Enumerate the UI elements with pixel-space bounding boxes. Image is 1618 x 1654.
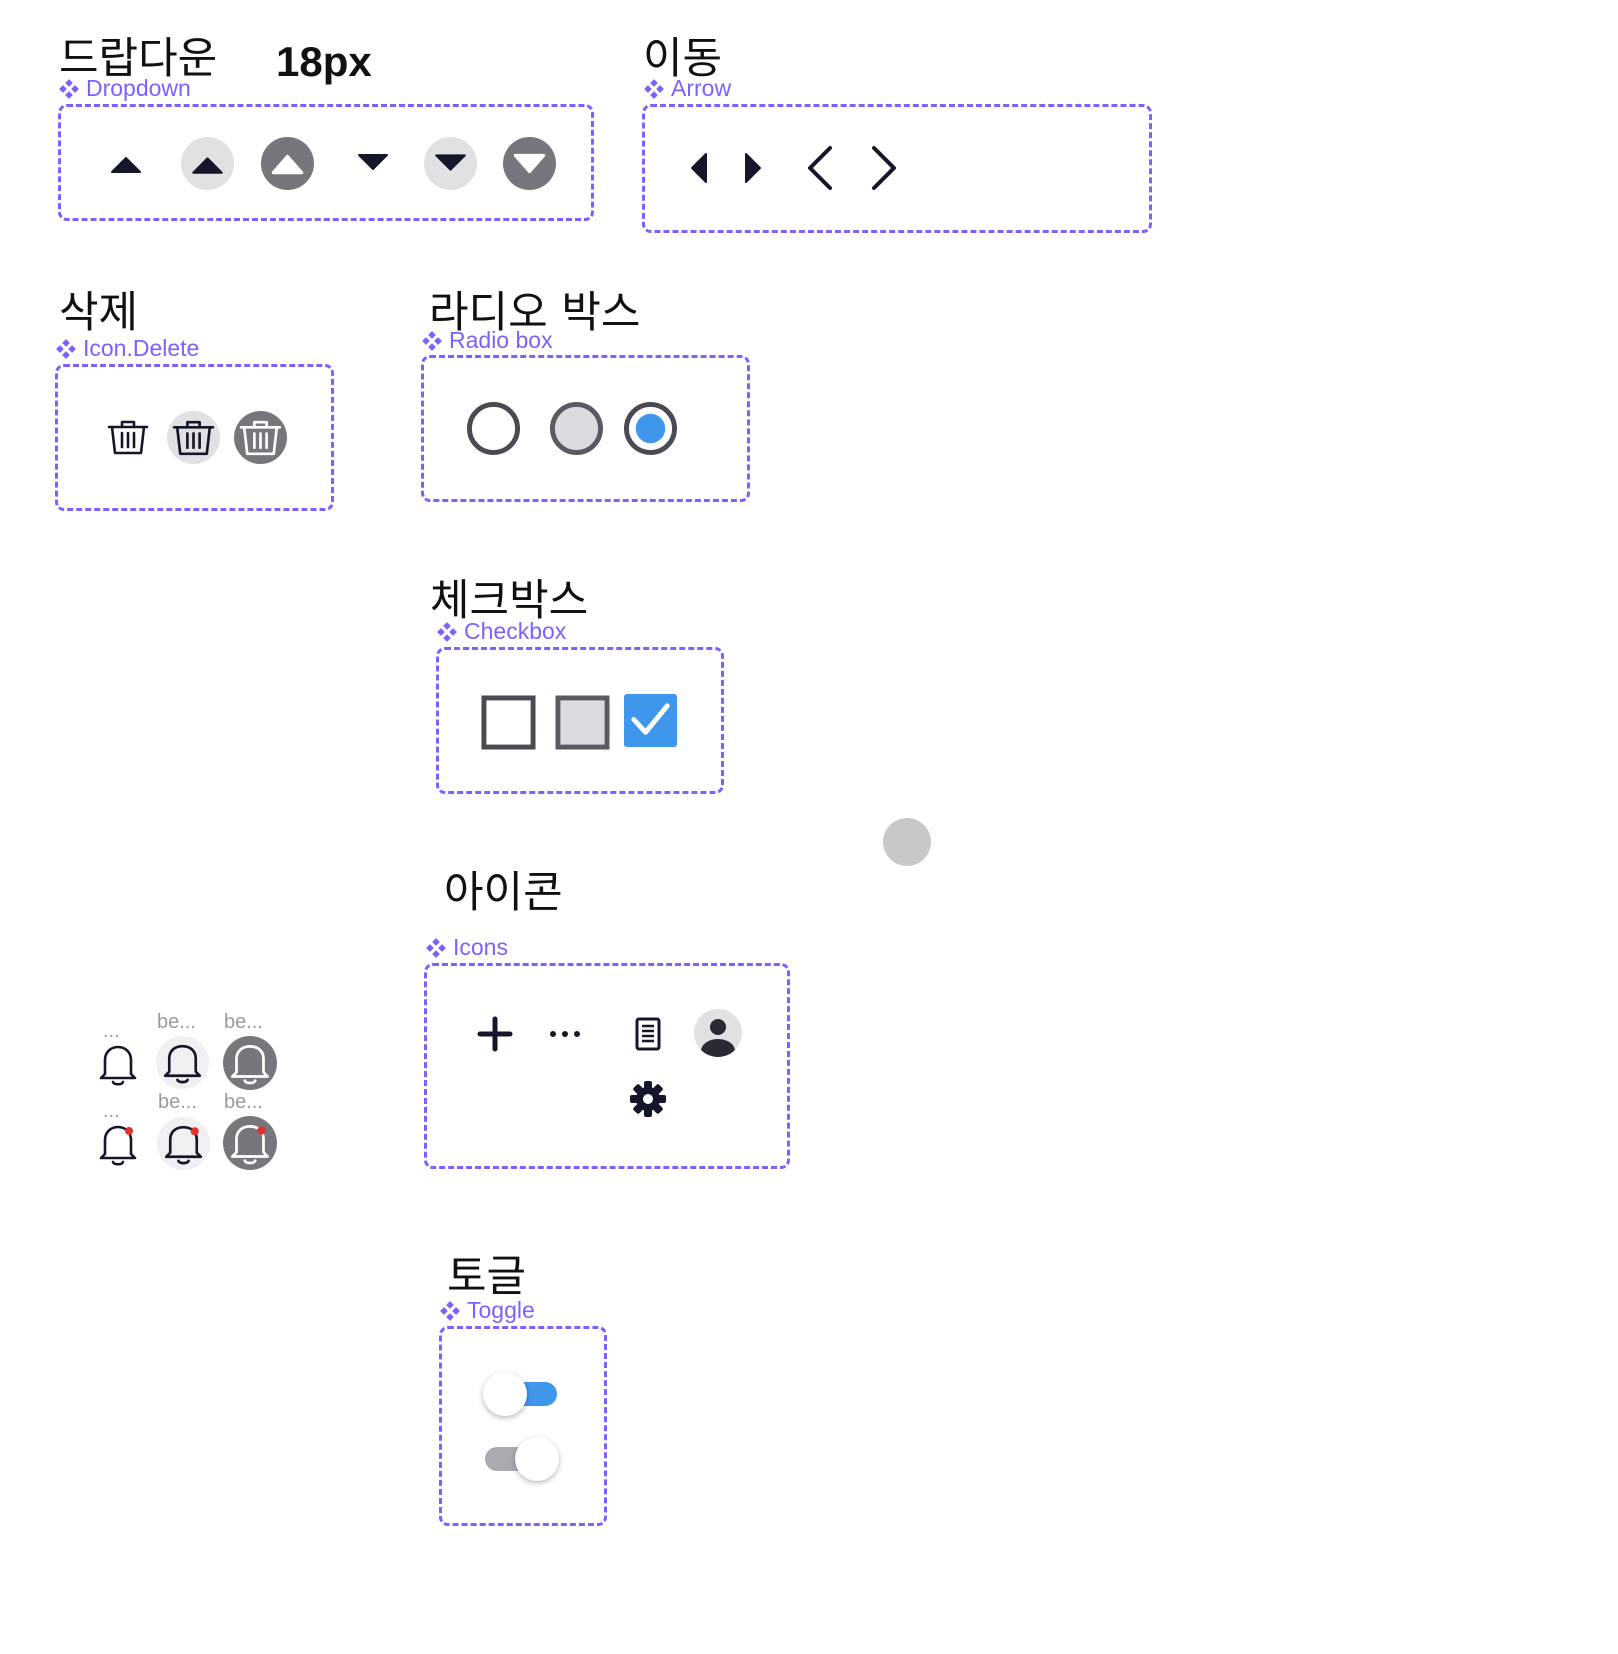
bell-notification-icon[interactable] bbox=[95, 1118, 141, 1168]
more-icon[interactable] bbox=[546, 1020, 584, 1048]
checkbox-component-label: Checkbox bbox=[436, 620, 566, 643]
bell-label: be... bbox=[158, 1091, 197, 1113]
toggle-frame bbox=[439, 1326, 607, 1526]
checkbox-title: 체크박스 bbox=[430, 576, 589, 626]
caret-left-icon[interactable] bbox=[684, 148, 714, 188]
radio-unchecked[interactable] bbox=[466, 401, 521, 456]
chevron-left-icon[interactable] bbox=[800, 144, 840, 192]
arrow-component-label: Arrow bbox=[643, 77, 731, 100]
arrow-component-name: Arrow bbox=[671, 75, 732, 101]
bell-hover-icon[interactable] bbox=[156, 1036, 209, 1089]
caret-down-pressed-icon[interactable] bbox=[503, 137, 556, 190]
caret-right-icon[interactable] bbox=[738, 148, 768, 188]
radio-frame bbox=[421, 355, 750, 502]
delete-component-name: Icon.Delete bbox=[83, 335, 200, 361]
bell-notification-hover-icon[interactable] bbox=[157, 1117, 210, 1170]
component-icon bbox=[422, 330, 442, 351]
bell-pressed-icon[interactable] bbox=[223, 1036, 277, 1090]
bell-icon[interactable] bbox=[95, 1038, 141, 1088]
placeholder-dot bbox=[883, 818, 931, 866]
icons-component-name: Icons bbox=[453, 934, 508, 960]
trash-pressed-icon[interactable] bbox=[234, 411, 287, 464]
checkbox-hover[interactable] bbox=[555, 695, 610, 750]
dropdown-component-name: Dropdown bbox=[86, 75, 191, 101]
toggle-on[interactable] bbox=[483, 1372, 563, 1416]
bell-notification-pressed-icon[interactable] bbox=[223, 1116, 277, 1170]
icons-frame bbox=[424, 963, 790, 1169]
component-icon bbox=[440, 1300, 460, 1321]
document-icon[interactable] bbox=[633, 1016, 663, 1052]
caret-down-hover-icon[interactable] bbox=[424, 137, 477, 190]
radio-checked[interactable] bbox=[623, 401, 678, 456]
component-icon bbox=[426, 937, 446, 958]
plus-icon[interactable] bbox=[475, 1014, 515, 1054]
toggle-title: 토글 bbox=[447, 1252, 527, 1302]
checkbox-checked[interactable] bbox=[623, 693, 678, 748]
checkbox-component-name: Checkbox bbox=[464, 618, 567, 644]
toggle-knob bbox=[515, 1437, 559, 1481]
component-icon bbox=[56, 338, 76, 359]
toggle-component-label: Toggle bbox=[439, 1299, 535, 1322]
toggle-component-name: Toggle bbox=[467, 1297, 535, 1323]
trash-hover-icon[interactable] bbox=[167, 411, 220, 464]
checkbox-unchecked[interactable] bbox=[481, 695, 536, 750]
radio-title: 라디오 박스 bbox=[429, 288, 641, 338]
icons-title: 아이콘 bbox=[444, 868, 563, 918]
delete-title: 삭제 bbox=[59, 288, 139, 338]
dropdown-component-label: Dropdown bbox=[58, 77, 191, 100]
size-note: 18px bbox=[276, 38, 372, 85]
arrow-frame bbox=[642, 104, 1152, 233]
component-icon bbox=[437, 621, 457, 642]
arrow-title: 이동 bbox=[643, 34, 723, 84]
gear-icon[interactable] bbox=[627, 1078, 669, 1120]
delete-frame bbox=[55, 364, 334, 511]
trash-icon[interactable] bbox=[102, 411, 154, 463]
toggle-off[interactable] bbox=[479, 1437, 559, 1481]
toggle-knob bbox=[483, 1372, 527, 1416]
checkbox-frame bbox=[436, 647, 724, 794]
bell-label: ... bbox=[103, 1020, 120, 1042]
caret-up-pressed-icon[interactable] bbox=[261, 137, 314, 190]
chevron-right-icon[interactable] bbox=[864, 144, 904, 192]
radio-component-name: Radio box bbox=[449, 327, 553, 353]
caret-up-icon[interactable] bbox=[100, 137, 152, 189]
dropdown-frame bbox=[58, 104, 594, 221]
bell-label: ... bbox=[103, 1100, 120, 1122]
caret-down-icon[interactable] bbox=[347, 137, 399, 189]
delete-component-label: Icon.Delete bbox=[55, 337, 199, 360]
bell-label: be... bbox=[224, 1091, 263, 1113]
component-icon bbox=[644, 78, 664, 99]
icons-component-label: Icons bbox=[425, 936, 508, 959]
caret-up-hover-icon[interactable] bbox=[181, 137, 234, 190]
radio-hover[interactable] bbox=[549, 401, 604, 456]
user-icon[interactable] bbox=[694, 1009, 742, 1057]
dropdown-title: 드랍다운 bbox=[59, 34, 218, 84]
bell-label: be... bbox=[157, 1011, 196, 1033]
component-icon bbox=[59, 78, 79, 99]
bell-label: be... bbox=[224, 1011, 263, 1033]
radio-component-label: Radio box bbox=[421, 329, 553, 352]
